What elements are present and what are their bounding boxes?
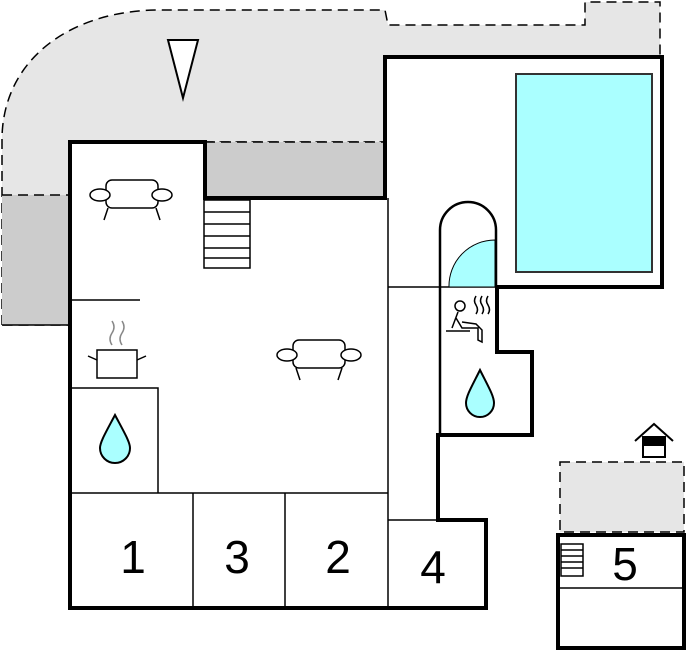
sauna-tower (438, 200, 498, 435)
room-label-3: 3 (224, 531, 250, 583)
sauna-icon (446, 295, 491, 344)
pool (515, 73, 653, 273)
kitchen-pot-icon (87, 320, 147, 379)
room-label-2: 2 (325, 531, 351, 583)
water-drop-icon (98, 412, 132, 464)
covered-terrace-left (2, 195, 70, 325)
house-icon (634, 422, 674, 458)
north-arrow-icon (166, 39, 200, 102)
water-drop-icon (464, 367, 496, 418)
sofa-icon (276, 339, 362, 381)
shower-door (448, 239, 496, 288)
sofa-icon (89, 179, 173, 221)
covered-terrace-top (205, 142, 385, 198)
stairs-icon (203, 199, 251, 269)
room-label-1: 1 (120, 531, 146, 583)
room-label-4: 4 (420, 541, 446, 593)
annex-terrace (559, 461, 685, 533)
house-outline (68, 55, 664, 610)
stairs-icon (560, 543, 584, 577)
room-label-5: 5 (612, 538, 638, 590)
terrace (1, 1, 661, 326)
annex-outline (556, 533, 686, 650)
